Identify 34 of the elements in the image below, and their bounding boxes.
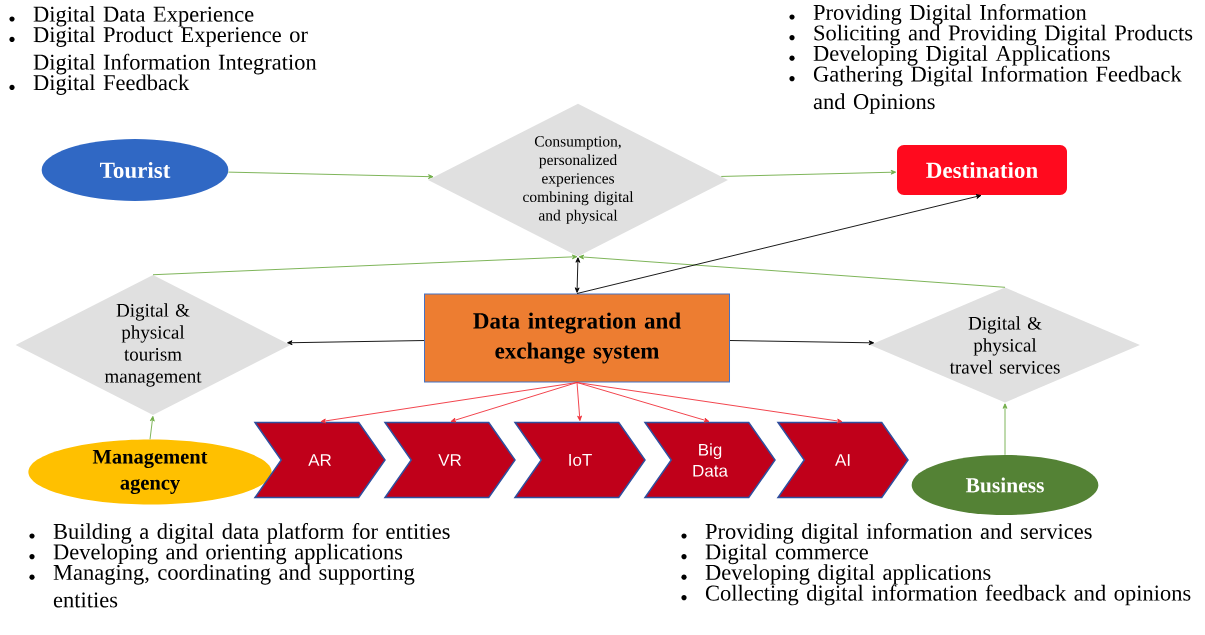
- bullet-item: Digital commerce: [705, 543, 868, 565]
- arrow: [152, 254, 578, 276]
- bullet-item: Digital Data Experience: [33, 6, 254, 27]
- bullet-item: Digital Feedback: [33, 74, 190, 95]
- ellipse-node: Business: [911, 455, 1099, 515]
- bullet-item: Digital Product Experience or Digital Information Integration: [33, 26, 317, 75]
- process-box: Data integration and exchange system: [424, 293, 730, 383]
- arrow: [574, 257, 581, 293]
- arrow: [320, 382, 578, 424]
- bullet-item: Building a digital data platform for entities: [53, 523, 450, 544]
- arrow: [576, 382, 710, 423]
- arrow: [576, 382, 843, 424]
- arrow: [576, 194, 982, 294]
- rounded-box: Destination: [897, 145, 1067, 195]
- bullet-item: Providing Digital Information: [813, 4, 1087, 25]
- arrow: [720, 169, 897, 177]
- arrow: [450, 382, 578, 423]
- arrow: [287, 340, 425, 346]
- bullet-item: Providing digital information and services: [705, 523, 1092, 544]
- bullet-item: Managing, coordinating and supporting entities: [53, 564, 415, 608]
- arrow: [1002, 403, 1008, 456]
- arrow: [576, 382, 582, 422]
- bullet-item: Collecting digital information feedback and opinions: [705, 584, 1191, 606]
- ellipse-node: Tourist: [41, 139, 229, 201]
- ellipse-node: Management agency: [28, 439, 272, 505]
- arrow: [149, 415, 155, 440]
- bullet-item: Gathering Digital Information Feedback and Opinions: [813, 65, 1182, 114]
- arrow: [729, 340, 875, 346]
- arrow: [578, 254, 1006, 288]
- arrow: [227, 171, 434, 180]
- bullet-item: Developing digital applications: [705, 564, 991, 585]
- bullet-item: Developing and orienting applications: [53, 543, 403, 565]
- bullet-item: Developing Digital Applications: [813, 45, 1110, 66]
- bullet-item: Soliciting and Providing Digital Products: [814, 24, 1193, 46]
